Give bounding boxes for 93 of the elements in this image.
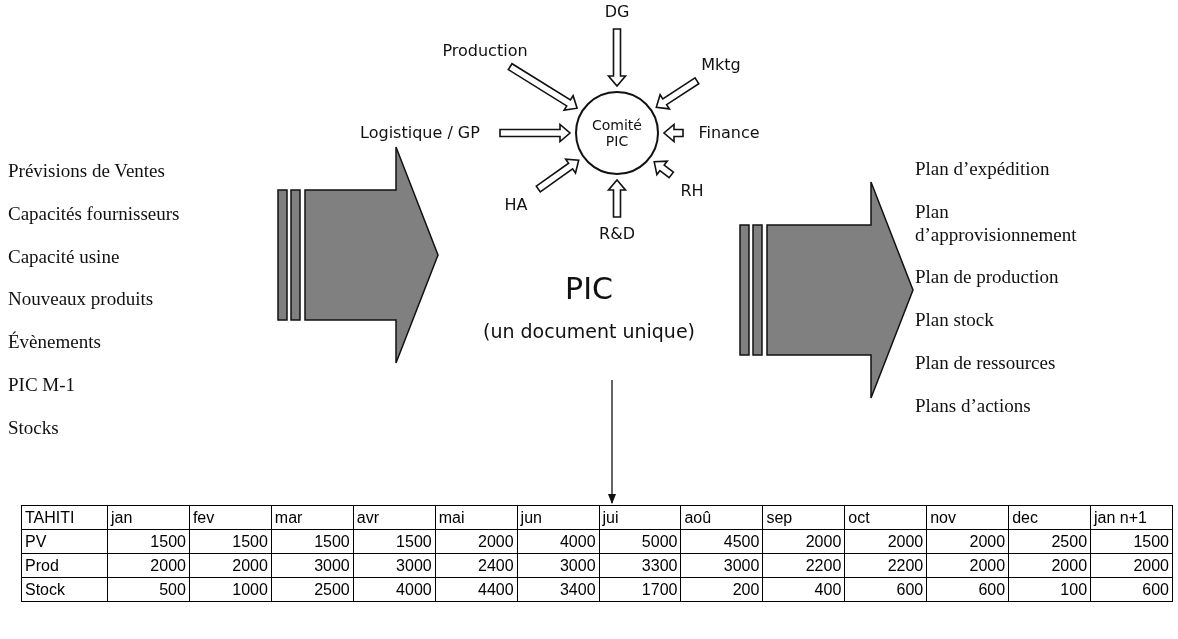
table-cell: 3300 bbox=[599, 553, 681, 578]
table-cell: 2500 bbox=[1008, 529, 1091, 554]
table-cell: 1500 bbox=[353, 529, 436, 554]
table-cell: 2200 bbox=[844, 553, 927, 578]
table-cell: 2000 bbox=[1008, 553, 1091, 578]
hollow-arrow bbox=[653, 160, 675, 179]
table-cell: 100 bbox=[1008, 577, 1091, 602]
table-cell: 1000 bbox=[189, 577, 272, 602]
committee-circle bbox=[575, 91, 659, 175]
hollow-arrow bbox=[655, 76, 700, 110]
table-cell: dec bbox=[1008, 505, 1091, 530]
department-label: RH bbox=[680, 181, 704, 201]
table-cell: 1500 bbox=[189, 529, 272, 554]
subtitle: (un document unique) bbox=[483, 320, 695, 343]
department-label: Logistique / GP bbox=[360, 123, 480, 143]
table-cell: 5000 bbox=[599, 529, 681, 554]
table-cell: avr bbox=[353, 505, 436, 530]
table-cell: 3000 bbox=[271, 553, 354, 578]
table-cell: nov bbox=[926, 505, 1009, 530]
table-cell: PV bbox=[21, 529, 108, 554]
list-item: Plan d’approvisionnement bbox=[915, 200, 1078, 247]
list-item: Plan stock bbox=[915, 309, 995, 332]
list-item: Stocks bbox=[8, 416, 60, 440]
hollow-arrow bbox=[606, 178, 628, 218]
department-label: Production bbox=[442, 41, 528, 61]
hollow-arrow bbox=[535, 158, 580, 193]
table-cell: 600 bbox=[1090, 577, 1173, 602]
table-cell: 600 bbox=[844, 577, 927, 602]
circle-label: Comité PIC bbox=[591, 116, 643, 150]
table-cell: 1700 bbox=[599, 577, 681, 602]
department-label: HA bbox=[504, 195, 528, 215]
table-cell: fev bbox=[189, 505, 272, 530]
table-cell: 4500 bbox=[680, 529, 763, 554]
table-cell: 1500 bbox=[107, 529, 190, 554]
table-cell: 200 bbox=[680, 577, 763, 602]
list-item: Capacités fournisseurs bbox=[8, 202, 181, 226]
table-cell: sep bbox=[762, 505, 845, 530]
table-cell: 3000 bbox=[517, 553, 600, 578]
department-label: Mktg bbox=[701, 55, 741, 75]
table-cell: jui bbox=[599, 505, 681, 530]
table-cell: 4000 bbox=[353, 577, 436, 602]
table-cell: Stock bbox=[21, 577, 108, 602]
table-cell: oct bbox=[844, 505, 927, 530]
table-cell: 3000 bbox=[353, 553, 436, 578]
table-cell: 400 bbox=[762, 577, 845, 602]
table-cell: jan n+1 bbox=[1090, 505, 1173, 530]
hollow-arrow bbox=[662, 122, 684, 144]
hollow-arrow bbox=[499, 122, 572, 144]
table-cell: Prod bbox=[21, 553, 108, 578]
table-cell: 4400 bbox=[435, 577, 518, 602]
department-label: DG bbox=[604, 2, 630, 22]
table-cell: 1500 bbox=[271, 529, 354, 554]
list-item: Capacité usine bbox=[8, 245, 121, 269]
list-item: Évènements bbox=[8, 331, 102, 354]
table-cell: 2000 bbox=[762, 529, 845, 554]
table-cell: aoû bbox=[680, 505, 763, 530]
table-cell: 600 bbox=[926, 577, 1009, 602]
table-cell: 2000 bbox=[844, 529, 927, 554]
table-cell: 500 bbox=[107, 577, 190, 602]
table-cell: 3000 bbox=[680, 553, 763, 578]
list-item: Plan de ressources bbox=[915, 352, 1057, 375]
table-cell: 2200 bbox=[762, 553, 845, 578]
block-arrow bbox=[277, 146, 439, 364]
list-item: Prévisions de Ventes bbox=[8, 160, 166, 183]
table-cell: 4000 bbox=[517, 529, 600, 554]
table-cell: mar bbox=[271, 505, 354, 530]
department-label: Finance bbox=[698, 123, 760, 143]
heading: PIC bbox=[565, 272, 613, 307]
table-cell: 2400 bbox=[435, 553, 518, 578]
table-cell: 2000 bbox=[1090, 553, 1173, 578]
table-cell: 2000 bbox=[926, 553, 1009, 578]
table-cell: jan bbox=[107, 505, 190, 530]
list-item: Nouveaux produits bbox=[8, 288, 155, 312]
block-arrow bbox=[739, 181, 914, 399]
list-item: PIC M-1 bbox=[8, 374, 77, 397]
hollow-arrow bbox=[606, 28, 628, 88]
data-table bbox=[21, 505, 1173, 602]
table-cell: TAHITI bbox=[21, 505, 108, 530]
list-item: Plan d’expédition bbox=[915, 158, 1051, 181]
table-cell: 2000 bbox=[435, 529, 518, 554]
department-label: R&D bbox=[599, 224, 635, 244]
hollow-arrow bbox=[507, 62, 579, 112]
table-cell: 2000 bbox=[926, 529, 1009, 554]
table-cell: mai bbox=[435, 505, 518, 530]
table-cell: 2000 bbox=[189, 553, 272, 578]
list-item: Plan de production bbox=[915, 266, 1060, 290]
table-cell: jun bbox=[517, 505, 600, 530]
table-cell: 2000 bbox=[107, 553, 190, 578]
list-item: Plans d’actions bbox=[915, 394, 1032, 418]
table-cell: 1500 bbox=[1090, 529, 1173, 554]
table-cell: 3400 bbox=[517, 577, 600, 602]
arrow bbox=[607, 379, 617, 505]
table-cell: 2500 bbox=[271, 577, 354, 602]
